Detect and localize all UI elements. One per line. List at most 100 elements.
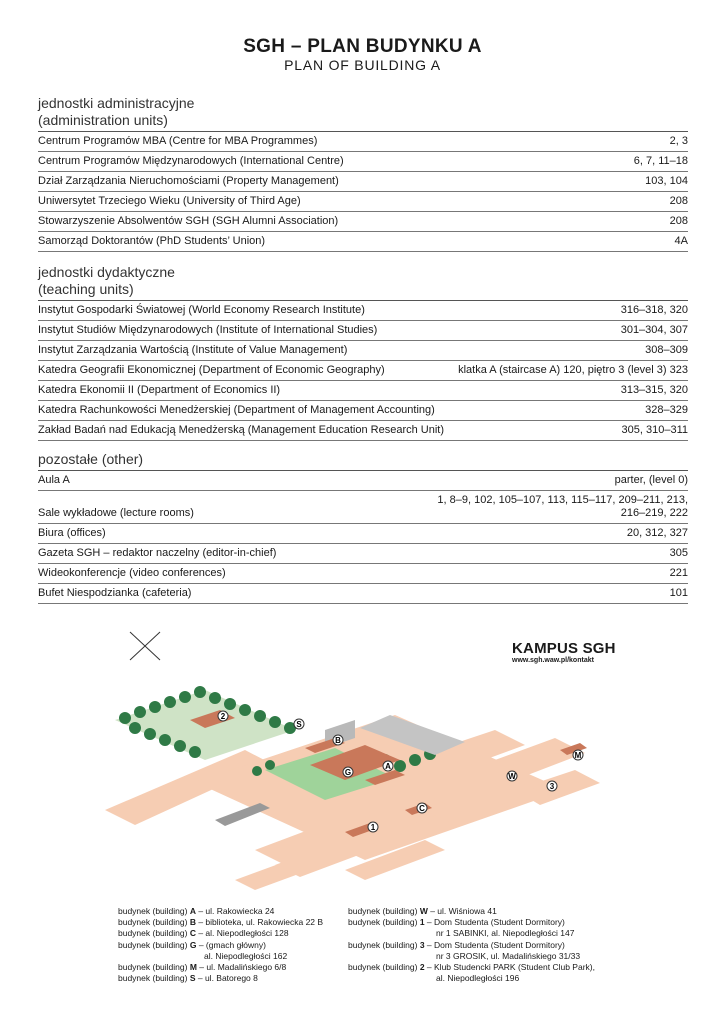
room-number: 316–318, 320 [620,304,688,316]
campus-url[interactable]: www.sgh.waw.pl/kontakt [512,657,594,664]
legend-building-key: C [189,928,196,939]
teaching-units-section: jednostki dydaktyczne (teaching units) I… [38,264,688,441]
marker-c: C [419,804,425,813]
legend-text: – ul. Madalińskiego 6/8 [196,962,287,973]
room-number: 20, 312, 327 [626,527,688,539]
legend-building-key: S [189,973,196,984]
legend-building-key: A [189,906,196,916]
room-number: 4A [674,235,688,247]
main-square [265,748,395,800]
legend-item: nr 1 SABINKI, al. Niepodległości 147 [348,928,595,939]
legend-item: budynek (building) A – ul. Rakowiecka 24 [118,906,323,917]
legend-text: budynek (building) [348,939,420,950]
unit-name: Wideokonferencje (video conferences) [38,567,226,579]
legend-item: al. Niepodległości 196 [348,973,595,984]
campus-title: KAMPUS SGH [512,640,616,657]
legend-text: – (gmach główny) [196,939,266,950]
room-number: 328–329 [645,404,688,416]
legend-text: – ul. Batorego 8 [195,973,258,984]
legend-building-key: B [189,917,196,928]
legend-text: – Klub Studencki PARK (Student Club Park… [424,962,595,973]
table-row: Zakład Badań nad Edukacją Menedżerską (M… [38,421,688,441]
legend-building-key: W [419,906,428,916]
legend-item: budynek (building) 1 – Dom Studenta (Stu… [348,917,595,928]
admin-units-section: jednostki administracyjne (administratio… [38,95,688,252]
unit-name: Zakład Badań nad Edukacją Menedżerską (M… [38,424,445,436]
unit-name: Centrum Programów Międzynarodowych (Inte… [38,155,344,167]
marker-1: 1 [371,823,376,832]
legend-item: budynek (building) M – ul. Madalińskiego… [118,962,323,973]
section-heading: jednostki administracyjne (administratio… [38,95,195,128]
table-row: Uniwersytet Trzeciego Wieku (University … [38,192,688,212]
room-number: 308–309 [645,344,688,356]
streets [105,715,600,890]
legend-text: budynek (building) [118,928,190,939]
unit-name: Katedra Geografii Ekonomicznej (Departme… [38,364,385,376]
unit-name: Dział Zarządzania Nieruchomościami (Prop… [38,175,339,187]
legend-item: budynek (building) B – biblioteka, ul. R… [118,917,323,928]
section-rule [38,470,688,471]
legend-text: budynek (building) [348,906,420,916]
table-row: Aula A parter, (level 0) [38,471,688,491]
legend-text: – ul. Rakowiecka 24 [195,906,275,916]
room-number: 313–315, 320 [620,384,688,396]
table-row: Gazeta SGH – redaktor naczelny (editor-i… [38,544,688,564]
legend-address: al. Niepodległości 196 [436,973,520,984]
unit-name: Sale wykładowe (lecture rooms) [38,507,194,519]
table-row: Sale wykładowe (lecture rooms) 1, 8–9, 10… [38,491,688,524]
room-number: 1, 8–9, 102, 105–107, 113, 115–117, 209–… [437,494,688,519]
unit-name: Instytut Gospodarki Światowej (World Eco… [38,304,365,316]
table-row: Instytut Studiów Międzynarodowych (Insti… [38,321,688,341]
legend-building-key: G [189,939,197,950]
legend-text: – ul. Wiśniowa 41 [427,906,497,916]
room-number: 305 [669,547,688,559]
legend-item: nr 3 GROSIK, ul. Madalińskiego 31/33 [348,951,595,962]
table-row: Katedra Geografii Ekonomicznej (Departme… [38,361,688,381]
table-row: Centrum Programów MBA (Centre for MBA Pr… [38,132,688,152]
unit-name: Samorząd Doktorantów (PhD Students’ Unio… [38,235,266,247]
marker-a: A [385,762,391,771]
legend-text: budynek (building) [118,906,190,916]
marker-m: M [575,751,582,760]
legend-item: budynek (building) C – al. Niepodległośc… [118,928,323,939]
marker-g: G [345,768,351,777]
legend-left: budynek (building) A – ul. Rakowiecka 24… [118,906,323,984]
room-number: 301–304, 307 [620,324,688,336]
other-list: Aula A parter, (level 0) Sale wykładowe (l… [38,471,688,604]
section-rule [38,300,688,301]
unit-name: Instytut Zarządzania Wartością (Institut… [38,344,348,356]
room-number: 6, 7, 11–18 [633,155,688,167]
legend-address: nr 3 GROSIK, ul. Madalińskiego 31/33 [436,950,581,961]
legend-address: al. Niepodległości 162 [204,950,288,961]
legend-text: – al. Niepodległości 128 [195,928,289,939]
legend-text: budynek (building) [118,939,190,950]
unit-name: Gazeta SGH – redaktor naczelny (editor-i… [38,547,277,559]
room-number: parter, (level 0) [614,474,688,486]
room-number: 221 [669,567,688,579]
page-subtitle: PLAN OF BUILDING A [284,57,441,73]
legend-text: budynek (building) [118,917,190,928]
table-row: Katedra Rachunkowości Menedżerskiej (Dep… [38,401,688,421]
legend-item: al. Niepodległości 162 [118,951,323,962]
unit-name: Aula A [38,474,70,486]
table-row: Instytut Zarządzania Wartością (Institut… [38,341,688,361]
legend-address: nr 1 SABINKI, al. Niepodległości 147 [436,928,575,939]
room-number: 208 [669,215,688,227]
room-number: 208 [669,195,688,207]
teaching-units-list: Instytut Gospodarki Światowej (World Eco… [38,301,688,441]
legend-building-key: 1 [419,917,425,928]
room-number: klatka A (staircase A) 120, piętro 3 (le… [458,364,688,376]
legend-text: – biblioteka, ul. Rakowiecka 22 B [195,917,324,928]
legend-item: budynek (building) 3 – Dom Studenta (Stu… [348,940,595,951]
campus-map: 2 S B G A C 1 W 3 M [105,631,600,890]
table-row: Katedra Ekonomii II (Department of Econo… [38,381,688,401]
legend-text: budynek (building) [118,962,190,973]
table-row: Centrum Programów Międzynarodowych (Inte… [38,152,688,172]
legend-item: budynek (building) 2 – Klub Studencki PA… [348,962,595,973]
legend-building-key: 3 [419,939,425,950]
table-row: Biura (offices)20, 312, 327 [38,524,688,544]
legend-text: budynek (building) [348,962,420,973]
section-heading: jednostki dydaktyczne (teaching units) [38,264,175,297]
